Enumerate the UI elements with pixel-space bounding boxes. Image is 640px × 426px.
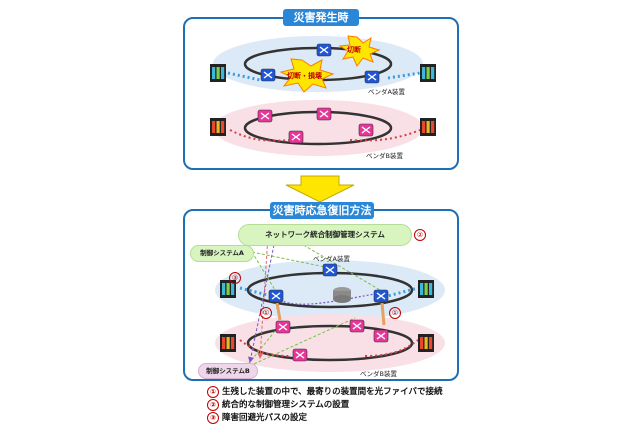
vendor-a-node-bottom-1 <box>322 263 338 277</box>
legend-text-3: 障害回避光パスの設定 <box>222 413 308 423</box>
client-equipment-bottom-right-a <box>418 280 434 298</box>
burst-cut-label: 切断 <box>347 46 361 54</box>
control-system-a: 制御システムA <box>190 245 254 262</box>
control-system-a-label: 制御システムA <box>200 249 244 257</box>
vendor-b-ring-bottom <box>246 324 414 362</box>
detour-path <box>279 292 381 305</box>
vendor-b-node-bottom-2 <box>349 319 365 333</box>
client-path-b-bottom <box>239 339 419 357</box>
client-equipment-bottom-left-a <box>220 280 236 298</box>
vendor-a-node-top-2 <box>260 68 276 82</box>
legend-num-2: ② <box>207 398 219 411</box>
top-panel-title: 災害発生時 <box>283 9 359 26</box>
vendor-a-label-bottom: ベンダA装置 <box>313 255 350 263</box>
control-line-a <box>251 251 331 291</box>
vendor-b-node-top-4 <box>358 123 374 137</box>
burst-cut-damage <box>279 58 335 93</box>
control-system-b: 制御システムB <box>198 363 258 379</box>
nms-cloud: ネットワーク統合制御管理システム <box>238 224 412 246</box>
control-line-nms-left <box>257 235 269 359</box>
nms-marker: ② <box>414 229 426 241</box>
vendor-b-node-bottom-4 <box>373 329 389 343</box>
nms-cloud-label: ネットワーク統合制御管理システム <box>265 230 385 239</box>
client-equipment-bottom-right-b <box>418 334 434 352</box>
vendor-a-node-bottom-2 <box>268 289 284 303</box>
vendor-b-node-bottom-1 <box>275 320 291 334</box>
legend-num-1: ① <box>207 385 219 398</box>
legend-num-3: ③ <box>207 411 219 424</box>
vendor-a-band-bottom <box>215 260 445 320</box>
vendor-b-node-top-1 <box>316 107 332 121</box>
vendor-b-node-top-2 <box>257 109 273 123</box>
legend-text-1: 生残した装置の中で、最寄りの装置間を光ファイバで接続 <box>222 387 443 397</box>
fiber-link-right <box>380 302 386 326</box>
vendor-b-node-bottom-3 <box>292 348 308 362</box>
client-equipment-top-right-b <box>420 118 436 136</box>
control-line-nms-b <box>248 239 276 363</box>
bottom-panel-title: 災害時応急復旧方法 <box>270 202 374 219</box>
control-line-nms-right <box>294 239 381 291</box>
burst-cut <box>338 35 381 67</box>
vendor-a-node-bottom-3 <box>373 289 389 303</box>
transition-arrow <box>285 175 355 203</box>
control-line-b <box>244 317 356 369</box>
burst-cut-damage-label: 切断・損壊 <box>287 72 322 80</box>
vendor-b-label-bottom: ベンダB装置 <box>360 370 397 378</box>
vendor-a-node-top-3 <box>364 70 380 84</box>
vendor-a-label-top: ベンダA装置 <box>368 88 405 96</box>
vendor-b-label-top: ベンダB装置 <box>366 152 403 160</box>
legend-text-2: 統合的な制御管理システムの設置 <box>222 400 350 410</box>
client-equipment-top-left-b <box>210 118 226 136</box>
marker-1-right: ① <box>389 307 401 319</box>
control-system-b-label: 制御システムB <box>206 367 250 375</box>
client-equipment-top-left-a <box>210 64 226 82</box>
client-path-a-top <box>227 71 421 82</box>
client-equipment-bottom-left-b <box>220 334 236 352</box>
marker-1-left: ① <box>260 307 272 319</box>
vendor-b-band-bottom <box>215 314 445 372</box>
vendor-b-node-top-3 <box>288 130 304 144</box>
marker-3: ③ <box>229 272 241 284</box>
damaged-device <box>333 287 351 303</box>
client-equipment-top-right-a <box>420 64 436 82</box>
fiber-link-left <box>275 302 282 321</box>
client-path-b-top <box>229 129 421 142</box>
vendor-a-node-top-1 <box>316 43 332 57</box>
